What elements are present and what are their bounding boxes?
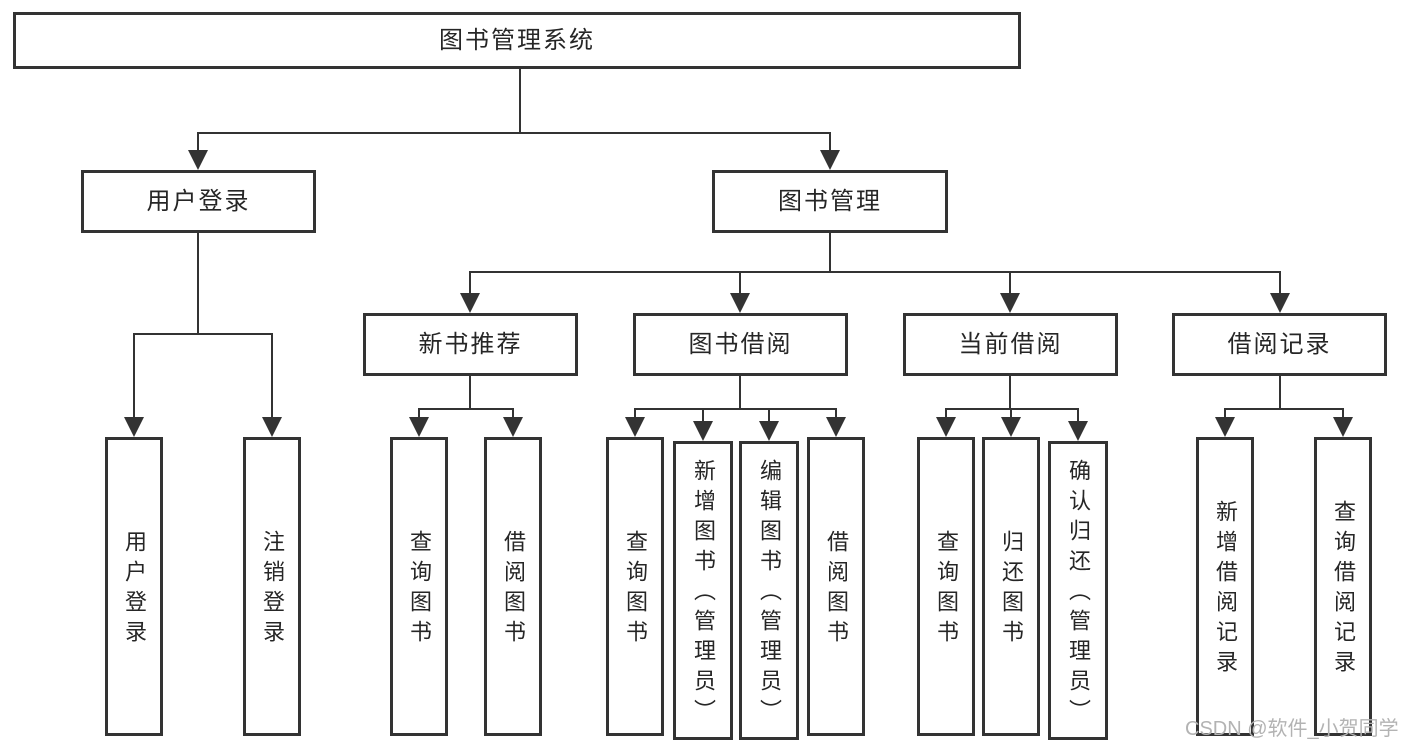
node-new-book-recommend: 新书推荐 <box>363 313 578 376</box>
edge-drop-leaf-login <box>133 333 135 421</box>
edge-user-login-horizontal <box>133 333 273 335</box>
arrowhead-current-borrow <box>1000 293 1020 313</box>
node-book-borrow-label: 图书借阅 <box>688 330 793 358</box>
edge-book-management-vertical <box>829 232 831 273</box>
edge-current-borrow-vertical <box>1009 375 1011 410</box>
edge-drop-book-borrow <box>739 271 741 299</box>
edge-root-vertical <box>519 67 521 134</box>
arrowhead-query3 <box>936 417 956 437</box>
leaf-query-borrow-record: 查询借阅记录 <box>1314 437 1372 736</box>
edge-drop-add-book <box>702 408 704 425</box>
leaf-borrow-books-recommend: 借阅图书 <box>484 437 542 736</box>
edge-root-drop-left <box>197 132 199 158</box>
leaf-add-book-admin-label: 新增图书（管理员） <box>691 458 716 729</box>
edge-book-management-horizontal <box>469 271 1281 273</box>
leaf-edit-book-admin: 编辑图书（管理员） <box>739 441 799 740</box>
leaf-logout-label: 注销登录 <box>260 529 285 650</box>
edge-drop-return-book <box>1010 408 1012 421</box>
leaf-add-borrow-record: 新增借阅记录 <box>1196 437 1254 736</box>
edge-new-book-vertical <box>469 375 471 410</box>
edge-current-borrow-horizontal <box>945 408 1079 410</box>
leaf-query-books-current-label: 查询图书 <box>934 529 959 650</box>
arrowhead-query1 <box>409 417 429 437</box>
arrowhead-book-management <box>820 150 840 170</box>
edge-user-login-vertical <box>197 232 199 335</box>
arrowhead-add-record <box>1215 417 1235 437</box>
leaf-query-books-borrow: 查询图书 <box>606 437 664 736</box>
node-book-borrow: 图书借阅 <box>633 313 848 376</box>
arrowhead-confirm-return <box>1068 421 1088 441</box>
node-library-system: 图书管理系统 <box>13 12 1021 69</box>
leaf-edit-book-admin-label: 编辑图书（管理员） <box>757 458 782 729</box>
edge-borrow-records-vertical <box>1279 375 1281 410</box>
leaf-query-books-recommend: 查询图书 <box>390 437 448 736</box>
arrowhead-return-book <box>1001 417 1021 437</box>
arrowhead-borrow-records <box>1270 293 1290 313</box>
node-user-login-label: 用户登录 <box>146 187 251 215</box>
arrowhead-edit-book <box>759 421 779 441</box>
edge-book-borrow-vertical <box>739 375 741 410</box>
arrowhead-add-book <box>693 421 713 441</box>
leaf-confirm-return-admin-label: 确认归还（管理员） <box>1066 458 1091 729</box>
edge-drop-borrow2 <box>835 408 837 421</box>
leaf-add-borrow-record-label: 新增借阅记录 <box>1213 499 1238 680</box>
leaf-return-book-label: 归还图书 <box>999 529 1024 650</box>
edge-drop-borrow1 <box>512 408 514 421</box>
leaf-confirm-return-admin: 确认归还（管理员） <box>1048 441 1108 740</box>
node-book-management: 图书管理 <box>712 170 948 233</box>
leaf-user-login-label: 用户登录 <box>122 529 147 650</box>
arrowhead-borrow2 <box>826 417 846 437</box>
edge-root-drop-right <box>829 132 831 158</box>
arrowhead-book-borrow <box>730 293 750 313</box>
edge-drop-new-book <box>469 271 471 299</box>
node-borrow-records-label: 借阅记录 <box>1227 330 1332 358</box>
leaf-borrow-books-recommend-label: 借阅图书 <box>501 529 526 650</box>
edge-drop-leaf-logout <box>271 333 273 421</box>
node-library-system-label: 图书管理系统 <box>439 26 595 54</box>
arrowhead-borrow1 <box>503 417 523 437</box>
leaf-return-book: 归还图书 <box>982 437 1040 736</box>
arrowhead-query-record <box>1333 417 1353 437</box>
edge-drop-edit-book <box>768 408 770 425</box>
node-current-borrow: 当前借阅 <box>903 313 1118 376</box>
arrowhead-leaf-login <box>124 417 144 437</box>
leaf-query-books-borrow-label: 查询图书 <box>623 529 648 650</box>
edge-drop-query2 <box>634 408 636 421</box>
edge-drop-current-borrow <box>1009 271 1011 299</box>
node-book-management-label: 图书管理 <box>778 187 882 215</box>
edge-drop-query1 <box>418 408 420 421</box>
edge-borrow-records-horizontal <box>1224 408 1344 410</box>
leaf-borrow-books-label: 借阅图书 <box>824 529 849 650</box>
node-new-book-recommend-label: 新书推荐 <box>418 330 523 358</box>
node-borrow-records: 借阅记录 <box>1172 313 1387 376</box>
node-current-borrow-label: 当前借阅 <box>958 330 1063 358</box>
edge-drop-borrow-records <box>1279 271 1281 299</box>
edge-drop-add-record <box>1224 408 1226 421</box>
edge-drop-query3 <box>945 408 947 421</box>
leaf-query-books-current: 查询图书 <box>917 437 975 736</box>
arrowhead-user-login <box>188 150 208 170</box>
edge-drop-confirm-return <box>1077 408 1079 425</box>
watermark: CSDN @软件_小贺同学 <box>1185 718 1399 740</box>
leaf-query-borrow-record-label: 查询借阅记录 <box>1331 499 1356 680</box>
edge-new-book-horizontal <box>418 408 514 410</box>
leaf-borrow-books: 借阅图书 <box>807 437 865 736</box>
leaf-logout: 注销登录 <box>243 437 301 736</box>
node-user-login: 用户登录 <box>81 170 316 233</box>
leaf-add-book-admin: 新增图书（管理员） <box>673 441 733 740</box>
arrowhead-query2 <box>625 417 645 437</box>
edge-drop-query-record <box>1342 408 1344 421</box>
leaf-query-books-recommend-label: 查询图书 <box>407 529 432 650</box>
edge-root-horizontal <box>197 132 831 134</box>
arrowhead-new-book <box>460 293 480 313</box>
arrowhead-leaf-logout <box>262 417 282 437</box>
leaf-user-login: 用户登录 <box>105 437 163 736</box>
edge-book-borrow-horizontal <box>634 408 837 410</box>
